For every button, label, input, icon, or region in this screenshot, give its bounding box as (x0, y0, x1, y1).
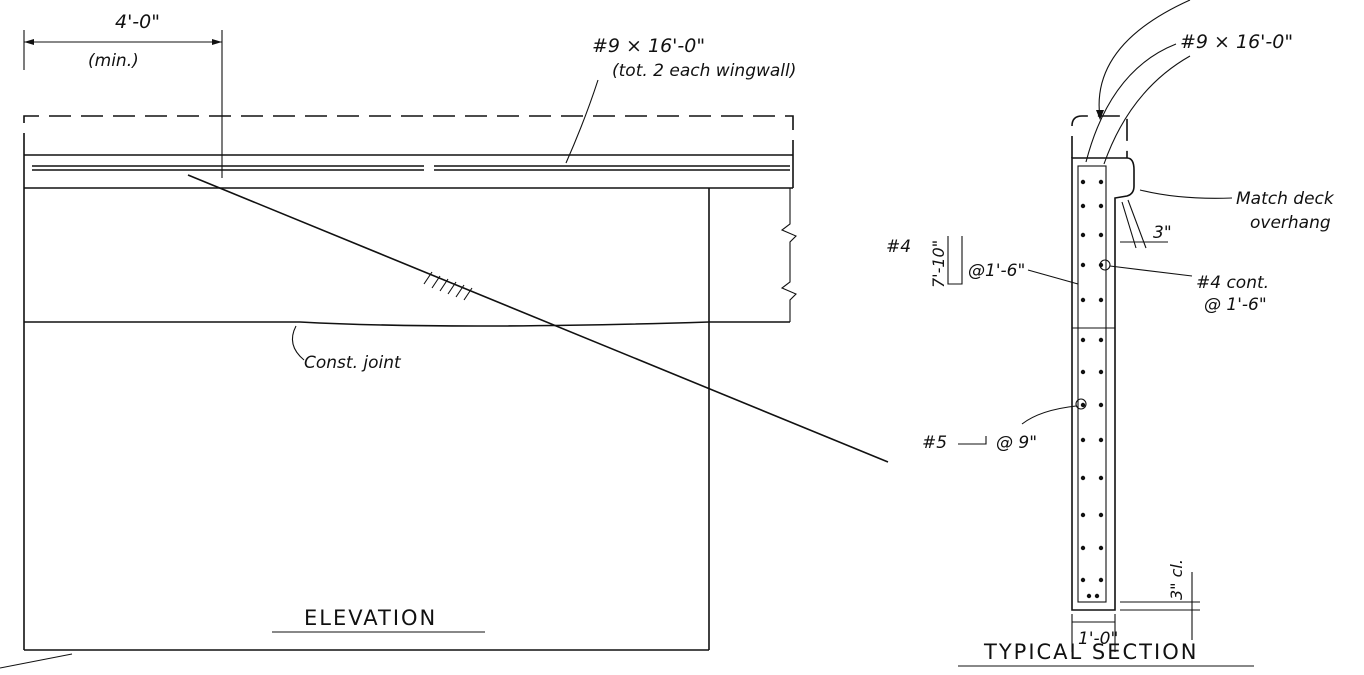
overhang-dim-ext-1 (1121, 201, 1137, 249)
stirrup-label: #4 (886, 237, 911, 257)
ground-hatch (423, 271, 473, 301)
dim-4ft-label: 4'-0" (115, 11, 160, 33)
bar9-callout: #9 × 16'-0" (592, 35, 705, 57)
dim-arrow-left (24, 39, 34, 45)
overhang-dim-label: 3" (1153, 223, 1172, 243)
bar4-cont-label: #4 cont. (1196, 273, 1269, 293)
break-line (780, 188, 797, 322)
top-leader-arrow (1096, 110, 1104, 120)
joint-label: Const. joint (304, 353, 402, 373)
bar5-spacing: @ 9" (996, 433, 1037, 453)
bar4-cont-spacing: @ 1'-6" (1204, 295, 1267, 315)
ground-line (187, 174, 889, 463)
section-bar-dots (1080, 179, 1104, 599)
bar4-cont-leader (1109, 265, 1193, 277)
stirrup-leader (1027, 269, 1079, 285)
clear-dim-label: 3" cl. (1167, 559, 1186, 600)
bar9-callout-note: (tot. 2 each wingwall) (612, 61, 796, 81)
dashed-top-outline (23, 115, 794, 155)
match-deck-leader (1139, 189, 1233, 199)
construction-joint-line (24, 321, 710, 327)
rebar-cage (1077, 165, 1107, 603)
bar9-leader-1 (1085, 43, 1177, 163)
dim-min-label: (min.) (88, 51, 139, 71)
section-title: TYPICAL SECTION (983, 640, 1198, 664)
section-dashed-top (1071, 115, 1128, 158)
stirrup-height: 7'-10" (929, 240, 948, 288)
section-bar9-callout: #9 × 16'-0" (1180, 31, 1293, 53)
overhang-dim-ext-2 (1127, 199, 1147, 249)
bar9-leader-2 (1103, 55, 1191, 165)
bar5-shape (958, 436, 987, 445)
bar5-circle (1075, 398, 1087, 410)
typical-section-view: #9 × 16'-0" Match deck overhang 3" #4 co… (886, 0, 1335, 667)
bar9-leader (565, 79, 599, 164)
section-outline (1071, 157, 1135, 611)
bar4-cont-circle (1099, 259, 1111, 271)
bar5-label: #5 (922, 433, 947, 453)
match-deck-label: Match deck (1236, 189, 1335, 209)
bar5-leader (1021, 405, 1077, 425)
dim-arrow-right (212, 39, 222, 45)
joint-leader (291, 325, 305, 361)
elevation-title: ELEVATION (304, 606, 437, 630)
overhang-label: overhang (1250, 213, 1331, 233)
elevation-view: 4'-0" (min.) #9 × 16'-0" (tot. 2 each wi… (0, 11, 889, 669)
stirrup-spacing: @1'-6" (968, 261, 1025, 281)
width-dim-label: 1'-0" (1078, 629, 1118, 649)
stirrup-shape (947, 236, 963, 285)
footing-leader (0, 653, 73, 669)
top-leader (1098, 0, 1191, 119)
